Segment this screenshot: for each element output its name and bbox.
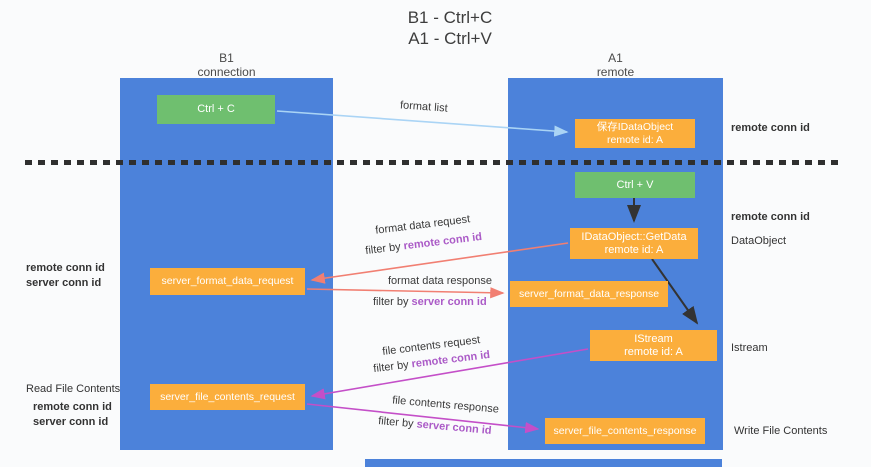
write-file-contents-label: Write File Contents [734, 425, 828, 437]
getdata-line2: remote id: A [604, 243, 664, 256]
server-conn-id-highlight: server conn id [416, 418, 493, 437]
getdata-line1: IDataObject::GetData [581, 230, 687, 243]
istream-line2: remote id: A [624, 345, 683, 358]
read-file-contents-label: Read File Contents [26, 383, 121, 395]
right-remote-conn-id-top-label: remote conn id [731, 122, 810, 134]
server-conn-id-highlight: server conn id [411, 296, 487, 308]
right-column-subtitle: remote [596, 65, 635, 79]
right-column-title: A1 [608, 51, 623, 65]
format-list-label: format list [399, 99, 449, 115]
remote-conn-id-highlight: remote conn id [402, 230, 483, 253]
server-file-contents-request-label: server_file_contents_request [160, 390, 295, 403]
getdata-box: IDataObject::GetData remote id: A [570, 228, 698, 259]
file-contents-response-filter-label: filter by server conn id [378, 415, 492, 437]
left-remote-conn-id-top-label: remote conn id [26, 262, 105, 274]
istream-line1: IStream [634, 332, 673, 345]
save-idataobject-box: 保存IDataObject remote id: A [575, 119, 695, 148]
left-remote-conn-id-bottom-label: remote conn id [33, 401, 112, 413]
format-data-response-label: format data response [388, 275, 492, 287]
left-column-subtitle: connection [197, 65, 256, 79]
filter-by-prefix: filter by [372, 358, 413, 376]
server-file-contents-response-label: server_file_contents_response [553, 424, 697, 437]
server-format-data-request-label: server_format_data_request [161, 275, 294, 287]
ctrl-v-box: Ctrl + V [575, 172, 695, 198]
ctrl-v-label: Ctrl + V [616, 178, 654, 191]
server-file-contents-request-box: server_file_contents_request [150, 384, 305, 410]
section-divider-dashed-line [25, 160, 838, 165]
left-server-conn-id-bottom-label: server conn id [33, 416, 109, 428]
save-idataobject-line1: 保存IDataObject [596, 120, 674, 133]
right-remote-conn-id-mid-label: remote conn id [731, 211, 810, 223]
istream-side-label: Istream [731, 342, 768, 354]
filter-by-prefix: filter by [373, 296, 412, 308]
server-format-data-request-box: server_format_data_request [150, 268, 305, 295]
server-file-contents-response-box: server_file_contents_response [545, 418, 705, 444]
server-format-data-response-label: server_format_data_response [518, 287, 660, 300]
filter-by-prefix: filter by [377, 415, 418, 431]
bottom-partial-element [365, 459, 722, 467]
istream-box: IStream remote id: A [590, 330, 717, 361]
format-data-response-arrow [306, 287, 505, 299]
right-column-header: A1 remote [508, 51, 723, 79]
title-line-2: A1 - Ctrl+V [408, 29, 492, 48]
title-line-1: B1 - Ctrl+C [407, 8, 493, 27]
filter-by-prefix: filter by [364, 240, 405, 258]
ctrl-c-label: Ctrl + C [197, 103, 235, 115]
dataobject-label: DataObject [731, 235, 787, 247]
left-column-header: B1 connection [120, 51, 333, 79]
left-column-title: B1 [219, 51, 234, 65]
format-data-response-filter-label: filter by server conn id [373, 296, 487, 308]
left-server-conn-id-top-label: server conn id [26, 277, 102, 289]
ctrl-c-box: Ctrl + C [157, 95, 275, 124]
file-contents-response-label: file contents response [391, 394, 500, 416]
save-idataobject-line2: remote id: A [606, 133, 664, 146]
server-format-data-response-box: server_format_data_response [510, 281, 668, 307]
diagram-title: B1 - Ctrl+C A1 - Ctrl+V [285, 7, 615, 49]
